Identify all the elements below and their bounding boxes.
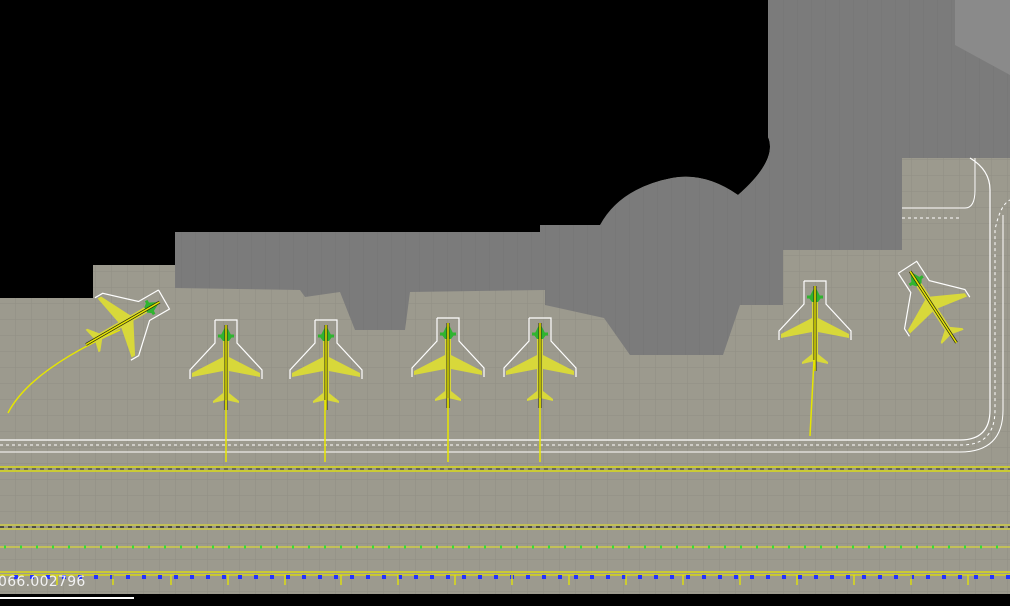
coordinate-readout: 066.002796 xyxy=(0,574,86,590)
aircraft-parking-spots[interactable] xyxy=(66,246,989,462)
terminal-buildings xyxy=(175,0,1010,355)
taxi-markings xyxy=(0,157,1010,606)
scale-bar xyxy=(0,597,134,599)
unmapped-area xyxy=(0,0,770,298)
